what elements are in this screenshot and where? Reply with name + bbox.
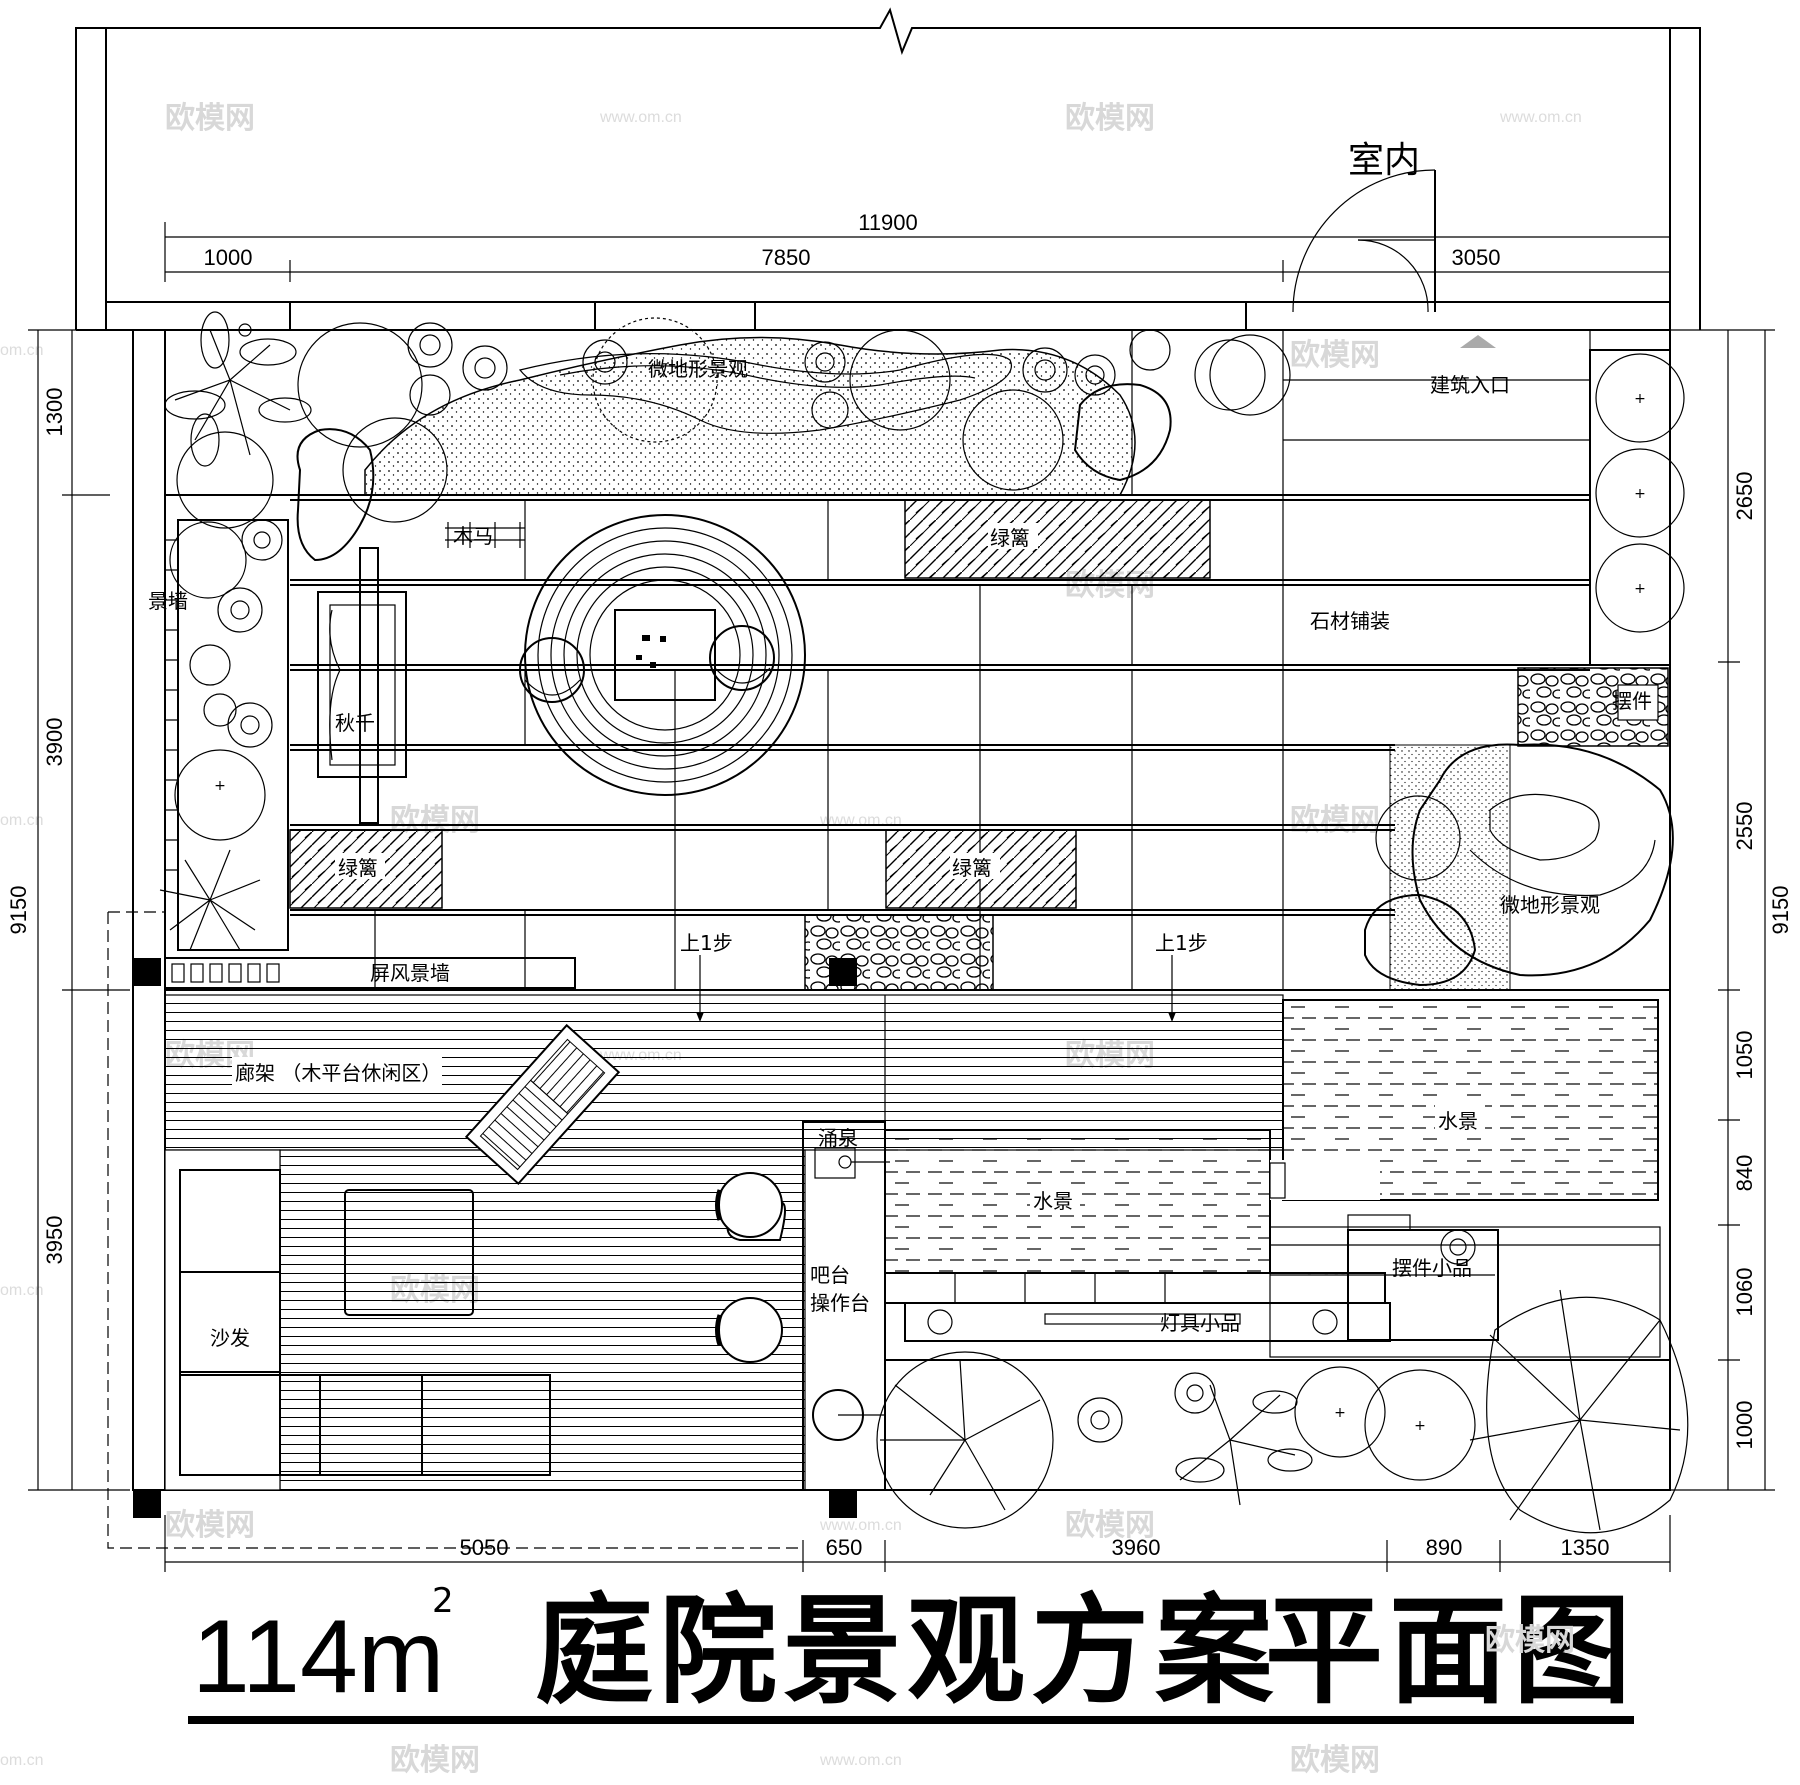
stone-paving-label: 石材铺装 <box>1310 609 1390 633</box>
bar-counter: 涌泉 吧台 操作台 <box>715 1121 890 1491</box>
watermark-url: www.om.cn <box>599 109 682 126</box>
water-features: 水景 水景 <box>884 999 1661 1358</box>
watermark-brand: 欧模网 <box>1065 1508 1155 1543</box>
step-label-2: 上1步 <box>1155 931 1208 955</box>
dim-bottom-3: 3960 <box>1112 1535 1161 1560</box>
svg-text:+: + <box>1634 581 1646 597</box>
dim-bottom-2: 650 <box>826 1535 863 1560</box>
drawing-title: 114m 2 庭院景观方案 平面图 欧模网 <box>188 1581 1637 1724</box>
swing: 秋千 木马 <box>317 522 525 824</box>
top-micro-terrain: 微地形景观 <box>296 336 1172 562</box>
indoor-label: 室内 <box>1348 140 1420 181</box>
watermark-brand: 欧模网 <box>1290 803 1380 838</box>
dim-right-5: 1060 <box>1732 1268 1757 1317</box>
fountain-label: 涌泉 <box>818 1126 858 1150</box>
bar-op-label: 操作台 <box>810 1291 870 1315</box>
water-label-1: 水景 <box>1033 1189 1073 1213</box>
building-entrance: 建筑入口 <box>1430 335 1510 397</box>
watermark-brand: 欧模网 <box>1290 1743 1380 1778</box>
svg-text:+: + <box>214 778 226 794</box>
pergola-label: 廊架 （木平台休闲区） <box>235 1061 441 1085</box>
dim-left-2: 3900 <box>42 718 67 767</box>
dim-bottom-5: 1350 <box>1561 1535 1610 1560</box>
feature-wall-label: 景墙 <box>148 589 188 613</box>
left-feature-wall: + 景墙 <box>148 431 290 951</box>
right-planters: + + + <box>1589 349 1685 666</box>
dim-left-1: 1300 <box>42 388 67 437</box>
plants-bottom: + + <box>876 1289 1689 1534</box>
bar-label: 吧台 <box>810 1263 850 1287</box>
watermark-brand: 欧模网 <box>1065 101 1155 136</box>
watermark-brand: 欧模网 <box>1290 338 1380 373</box>
svg-text:+: + <box>1334 1405 1346 1421</box>
sofa-set: 沙发 <box>179 1169 551 1476</box>
hedge-label-2: 绿篱 <box>338 856 378 880</box>
title-area-sup: 2 <box>432 1581 454 1621</box>
title-underline <box>188 1716 1634 1724</box>
watermark-title: 欧模网 <box>1485 1623 1575 1658</box>
svg-text:+: + <box>1634 486 1646 502</box>
right-dimensions: 2650 2550 1050 840 1060 1000 9150 <box>1670 329 1793 1491</box>
watermark-brand: 欧模网 <box>165 1508 255 1543</box>
svg-text:+: + <box>1634 391 1646 407</box>
sofa-label: 沙发 <box>210 1326 250 1350</box>
dim-bottom-4: 890 <box>1426 1535 1463 1560</box>
left-dimensions: 1300 3900 3950 9150 <box>6 329 130 1491</box>
right-micro-terrain: 微地形景观 <box>1364 743 1674 991</box>
top-dimensions: 11900 1000 7850 3050 <box>164 210 1671 282</box>
dim-top-1: 1000 <box>204 245 253 270</box>
watermark-brand: 欧模网 <box>390 1743 480 1778</box>
watermark-brand: 欧模网 <box>165 101 255 136</box>
watermark-side: om.cn <box>0 812 44 829</box>
hedge-label-3: 绿篱 <box>952 856 992 880</box>
dim-right-1: 2650 <box>1732 472 1757 521</box>
watermark-url: www.om.cn <box>819 812 902 829</box>
title-suffix: 平面图 <box>1265 1582 1637 1720</box>
watermark-side: om.cn <box>0 1752 44 1769</box>
bottom-dimensions: 5050 650 3960 890 1350 <box>164 1515 1671 1572</box>
pebble-pads: 摆件 <box>804 667 1669 991</box>
wood-sign-label: 木马 <box>453 524 493 548</box>
dim-top-total: 11900 <box>858 210 918 235</box>
dim-top-2: 7850 <box>762 245 811 270</box>
stone-paving: 石材铺装 <box>165 330 1670 991</box>
hedges: 绿篱 绿篱 绿篱 <box>289 499 1211 909</box>
entrance-label: 建筑入口 <box>1430 373 1510 397</box>
round-seating <box>519 514 806 796</box>
micro-terrain-right-label: 微地形景观 <box>1500 893 1600 917</box>
lamp-label: 灯具小品 <box>1160 1311 1240 1335</box>
title-area: 114m <box>192 1599 444 1715</box>
ornament-right-label: 摆件 <box>1612 689 1652 713</box>
building-outline: 室内 <box>75 7 1701 331</box>
svg-text:+: + <box>1414 1418 1426 1434</box>
watermark-url: www.om.cn <box>819 1752 902 1769</box>
watermark-side: om.cn <box>0 1282 44 1299</box>
micro-terrain-top-label: 微地形景观 <box>648 357 748 381</box>
swing-label: 秋千 <box>335 711 375 735</box>
watermark-url: www.om.cn <box>819 1517 902 1534</box>
lamp-ornament: 灯具小品 摆件小品 <box>884 1214 1499 1342</box>
dim-left-total: 9150 <box>6 886 31 935</box>
dim-right-2: 2550 <box>1732 802 1757 851</box>
dim-right-4: 840 <box>1732 1155 1757 1192</box>
watermark-url: www.om.cn <box>1499 109 1582 126</box>
screen-wall-label: 屏风景墙 <box>370 961 450 985</box>
ornament-label: 摆件小品 <box>1392 1256 1472 1280</box>
plants-top <box>164 311 1291 523</box>
screen-wall: 屏风景墙 <box>164 957 576 989</box>
title-name: 庭院景观方案 <box>535 1582 1279 1720</box>
water-label-2: 水景 <box>1438 1109 1478 1133</box>
garden-boundary <box>107 329 1671 1549</box>
watermark-side: om.cn <box>0 342 44 359</box>
dim-left-3: 3950 <box>42 1216 67 1265</box>
dim-right-total: 9150 <box>1768 886 1793 935</box>
step-label-1: 上1步 <box>680 931 733 955</box>
hedge-label-1: 绿篱 <box>990 526 1030 550</box>
dim-right-6: 1000 <box>1732 1401 1757 1450</box>
dim-right-3: 1050 <box>1732 1031 1757 1080</box>
dim-top-3: 3050 <box>1452 245 1501 270</box>
